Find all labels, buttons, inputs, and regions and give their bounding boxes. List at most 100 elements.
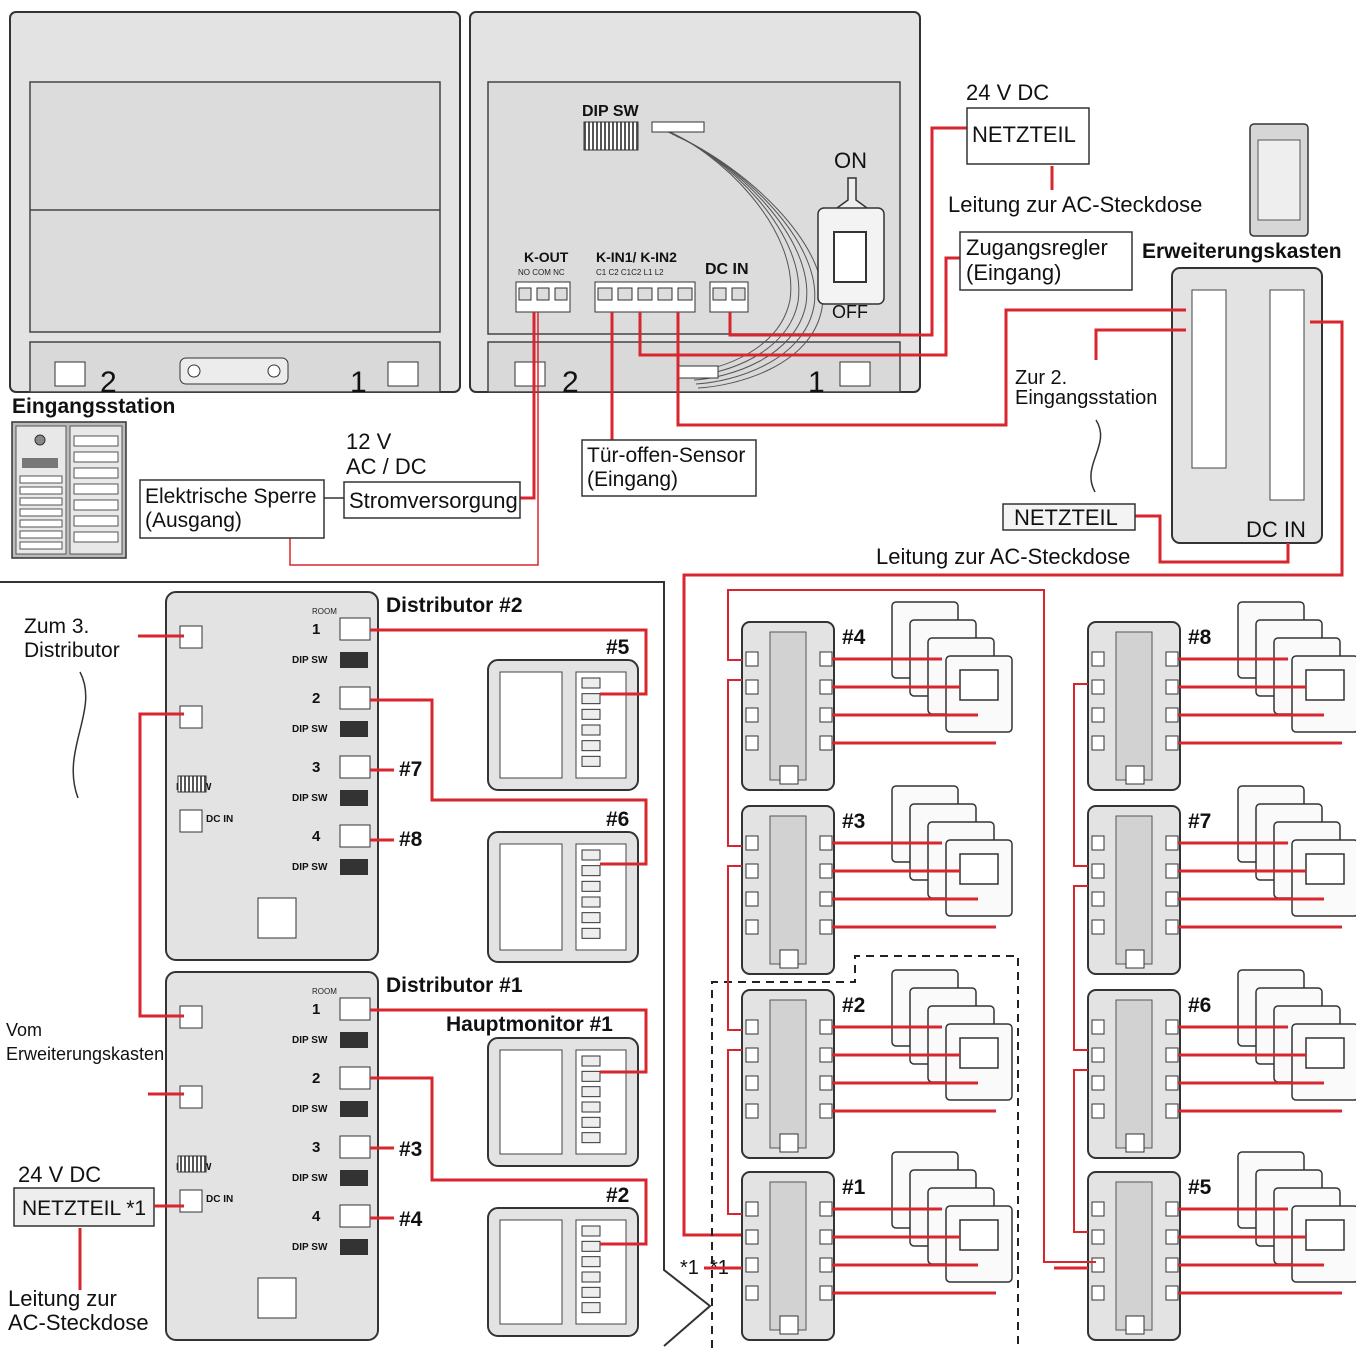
access-controller bbox=[959, 231, 1133, 291]
door-sensor-label-1: Tür-offen-Sensor bbox=[587, 444, 745, 467]
slot-1-label: 1 bbox=[350, 366, 367, 399]
electric-lock-label-2: (Ausgang) bbox=[145, 509, 242, 532]
port-tag: #8 bbox=[399, 828, 423, 851]
k-in-label: K-IN1/ K-IN2 bbox=[596, 249, 677, 265]
distributor-room-port[interactable] bbox=[339, 755, 371, 779]
group-number-label: #7 bbox=[1188, 810, 1211, 833]
distributor-port-number: 1 bbox=[312, 1001, 320, 1018]
entrance-panel-right: 2 1 DIP SW ON OFF K-OUT NO COM NC K-IN1/… bbox=[469, 11, 921, 399]
distributor-room-port[interactable] bbox=[339, 824, 371, 848]
port-tag: #7 bbox=[399, 758, 422, 781]
monitor-terminal-box: #5 bbox=[487, 636, 639, 791]
distributor-2-title: Distributor #2 bbox=[386, 594, 523, 617]
monitor-number-label: #2 bbox=[606, 1184, 629, 1207]
monitor-group: #5 bbox=[1087, 1151, 1356, 1341]
port-dip-sw-label: DIP SW bbox=[292, 1173, 328, 1184]
access-controller-label-2: (Eingang) bbox=[966, 260, 1061, 285]
break-mark-left bbox=[72, 671, 87, 799]
distributor-port-number: 4 bbox=[312, 828, 321, 845]
distributor-input-terminal[interactable] bbox=[179, 705, 203, 729]
on-label: ON bbox=[834, 148, 867, 173]
entrance-panel-left: 2 1 bbox=[9, 11, 461, 399]
k-in-sub-label: C1 C2 C1C2 L1 L2 bbox=[596, 268, 664, 277]
voltage-24v-bottom: 24 V DC bbox=[18, 1162, 101, 1187]
power-adapter-bottom bbox=[13, 1187, 155, 1227]
slot-1-label-right: 1 bbox=[808, 366, 825, 399]
daisy-chain-wires bbox=[704, 589, 1096, 1270]
wires-top bbox=[520, 126, 1344, 1237]
door-sensor-label-2: (Eingang) bbox=[587, 468, 678, 491]
expansion-box bbox=[1171, 123, 1323, 544]
group-number-label: #1 bbox=[842, 1176, 866, 1199]
power-adapter-mid bbox=[1002, 503, 1136, 531]
distributor-port-number: 1 bbox=[312, 621, 320, 638]
port-tag: #4 bbox=[399, 1208, 423, 1231]
distributor-room-label: ROOM bbox=[312, 607, 337, 616]
monitor-group: #8 bbox=[1087, 601, 1356, 791]
port-dip-sw-label: DIP SW bbox=[292, 793, 328, 804]
port-dip-sw-label: DIP SW bbox=[292, 655, 328, 666]
distributor-dc-in-label: DC IN bbox=[206, 1194, 233, 1205]
access-controller-label-1: Zugangsregler bbox=[966, 235, 1108, 260]
port-dip-sw-label: DIP SW bbox=[292, 862, 328, 873]
distributor-input-terminal[interactable] bbox=[179, 1085, 203, 1109]
monitor-group: #6 bbox=[1087, 969, 1356, 1159]
monitor-group: #1 bbox=[741, 1151, 1013, 1341]
distributor-room-port[interactable] bbox=[339, 997, 371, 1021]
ac-outlet-mid: Leitung zur AC-Steckdose bbox=[876, 544, 1130, 569]
entrance-station-title: Eingangsstation bbox=[12, 395, 175, 418]
k-out-sub-label: NO COM NC bbox=[518, 268, 565, 277]
monitor-group: #7 bbox=[1087, 785, 1356, 975]
distributor-port-number: 2 bbox=[312, 1070, 320, 1087]
dashed-boundary bbox=[711, 955, 1019, 1348]
port-dip-sw-label: DIP SW bbox=[292, 1035, 328, 1046]
group-number-label: #3 bbox=[842, 810, 865, 833]
distributor-room-port[interactable] bbox=[339, 686, 371, 710]
electric-lock-label-1: Elektrische Sperre bbox=[145, 485, 317, 508]
to-2nd-entrance-2: Eingangsstation bbox=[1015, 387, 1157, 409]
distributor-room-port[interactable] bbox=[339, 1066, 371, 1090]
group-number-label: #2 bbox=[842, 994, 865, 1017]
port-dip-sw-label: DIP SW bbox=[292, 724, 328, 735]
distributor-port-number: 2 bbox=[312, 690, 320, 707]
dip-sw-label: DIP SW bbox=[582, 103, 640, 120]
monitor-terminal-box: #6 bbox=[487, 808, 639, 963]
ac-outlet-bottom-2: AC-Steckdose bbox=[8, 1310, 149, 1335]
group-number-label: #8 bbox=[1188, 626, 1212, 649]
monitor-group: #4 bbox=[741, 601, 1013, 791]
group-number-label: #5 bbox=[1188, 1176, 1212, 1199]
entrance-station-icon bbox=[11, 421, 127, 559]
distributor-room-port[interactable] bbox=[339, 617, 371, 641]
dc-in-terminal-label: DC IN bbox=[705, 261, 749, 278]
expansion-box-title: Erweiterungskasten bbox=[1142, 240, 1342, 263]
distributor-port-number: 3 bbox=[312, 759, 320, 776]
power-adapter-top-label: NETZTEIL bbox=[972, 122, 1076, 147]
monitor-terminal-box bbox=[487, 1037, 639, 1167]
power-adapter-top bbox=[966, 107, 1090, 165]
from-expansion-1: Vom bbox=[6, 1020, 42, 1040]
voltage-12v: 12 V bbox=[346, 429, 392, 454]
distributor-port-number: 4 bbox=[312, 1208, 321, 1225]
monitor-number-label: #6 bbox=[606, 808, 629, 831]
from-expansion-2: Erweiterungskasten bbox=[6, 1044, 164, 1064]
ribbon-cable bbox=[659, 127, 824, 389]
dip-switch[interactable] bbox=[583, 121, 639, 151]
monitor-number-label: #5 bbox=[606, 636, 630, 659]
voltage-24v-top: 24 V DC bbox=[966, 80, 1049, 105]
monitor-terminal-box: #2 bbox=[487, 1184, 639, 1337]
distributor-room-port[interactable] bbox=[339, 1204, 371, 1228]
distributor-room-port[interactable] bbox=[339, 1135, 371, 1159]
monitor-group: #2 bbox=[741, 969, 1013, 1159]
distributor-port-number: 3 bbox=[312, 1139, 320, 1156]
voltage-acdc: AC / DC bbox=[346, 454, 427, 479]
power-adapter-bottom-label: NETZTEIL *1 bbox=[22, 1197, 146, 1220]
group-number-label: #4 bbox=[842, 626, 866, 649]
port-tag: #3 bbox=[399, 1138, 422, 1161]
to-2nd-entrance-1: Zur 2. bbox=[1015, 367, 1067, 389]
power-supply-label: Stromversorgung bbox=[349, 488, 518, 513]
distributor-frame bbox=[0, 581, 712, 1347]
port-dip-sw-label: DIP SW bbox=[292, 1104, 328, 1115]
